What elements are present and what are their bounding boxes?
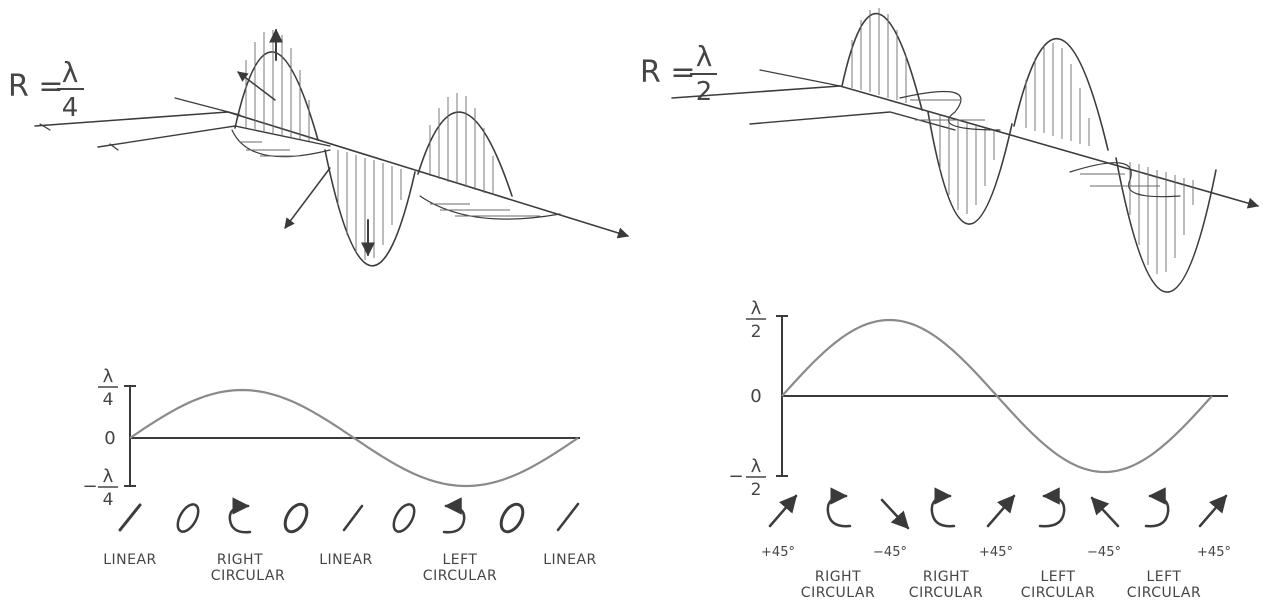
left-secondary-axis — [97, 125, 331, 148]
left-state-1-line2: CIRCULAR — [211, 568, 285, 584]
right-wave-lobe-down — [927, 111, 1013, 225]
left-horizontal-hatching — [240, 141, 540, 217]
left-bottom-label-den: 4 — [103, 490, 114, 510]
right-circular-glyph — [930, 487, 956, 528]
left-circular-glyph — [442, 497, 466, 534]
right-state-2-line1: LEFT — [1040, 569, 1075, 585]
right-top-label-num: λ — [751, 298, 762, 319]
right-r-prefix: R = — [640, 55, 696, 90]
left-state-4: LINEAR — [543, 552, 597, 568]
right-propagation-axis — [671, 85, 1260, 209]
left-state-2-line: LINEAR — [319, 552, 373, 568]
left-top-label-num: λ — [103, 366, 114, 387]
left-axis-ticks — [39, 123, 119, 151]
right-top-label-den: 2 — [751, 322, 762, 342]
elliptical-glyph — [283, 502, 309, 534]
angle-label-1: −45° — [873, 545, 907, 560]
angle-label-4: +45° — [1197, 545, 1231, 560]
right-wave-hatching — [851, 8, 1194, 274]
left-bottom-label-num: λ — [103, 466, 114, 487]
right-graph: λ 2 0 − λ 2 — [728, 298, 1228, 500]
left-wave-lobe-down — [324, 149, 416, 267]
right-state-1-line2: CIRCULAR — [909, 585, 983, 601]
left-circular-glyph — [1038, 487, 1066, 528]
left-wave-hatching — [245, 30, 494, 260]
left-graph: λ 4 0 − λ 4 — [82, 366, 580, 510]
right-polarization-glyphs — [768, 487, 1228, 530]
left-state-2: LINEAR — [319, 552, 373, 568]
right-horizontal-hatching — [910, 99, 1160, 187]
left-state-0-line: LINEAR — [103, 552, 157, 568]
left-state-0: LINEAR — [103, 552, 157, 568]
minus45-linear-arrow — [1090, 496, 1120, 528]
linear-glyph — [118, 503, 142, 532]
elliptical-glyph — [176, 503, 200, 533]
right-bottom-label-num: λ — [751, 456, 762, 477]
right-r-numerator: λ — [696, 40, 713, 73]
linear-glyph — [556, 502, 580, 532]
elliptical-glyph — [392, 503, 416, 533]
left-r-denominator: 4 — [62, 93, 79, 123]
right-state-1-line1: RIGHT — [923, 569, 969, 585]
elliptical-glyph — [499, 502, 525, 534]
right-bottom-label-sign: − — [728, 466, 743, 487]
right-state-3-line1: LEFT — [1146, 569, 1181, 585]
left-circular-glyph — [1144, 487, 1170, 528]
angle-label-3: −45° — [1087, 545, 1121, 560]
right-horizontal-lobe-2 — [1069, 162, 1181, 198]
left-zero-label: 0 — [104, 428, 115, 449]
left-resultant-vector-2 — [284, 167, 331, 229]
right-bottom-label-den: 2 — [751, 480, 762, 500]
right-state-3-line2: CIRCULAR — [1127, 585, 1201, 601]
right-angle-labels: +45° −45° +45° −45° +45° — [761, 545, 1231, 560]
right-zero-label: 0 — [750, 386, 761, 407]
plus45-linear-arrow — [986, 494, 1016, 528]
left-polarization-glyphs — [118, 497, 580, 534]
right-state-2-line2: CIRCULAR — [1021, 585, 1095, 601]
left-r-prefix: R = — [8, 69, 64, 104]
left-graph-curve — [129, 388, 579, 488]
left-wave-lobe-up-2 — [417, 111, 513, 197]
angle-label-2: +45° — [979, 545, 1013, 560]
right-circular-glyph — [228, 497, 252, 534]
left-r-numerator: λ — [62, 56, 79, 89]
left-resultant-vector — [237, 71, 276, 101]
right-wave-diagram: R = λ 2 — [640, 8, 1260, 293]
left-wave-diagram: R = λ 4 — [8, 28, 630, 267]
left-state-3-line2: CIRCULAR — [423, 568, 497, 584]
left-horizontal-lobe-2 — [419, 195, 561, 220]
right-graph-curve — [781, 318, 1213, 474]
left-bottom-label-sign: − — [82, 476, 97, 497]
right-horizontal-lobe — [899, 90, 1001, 131]
left-top-label-den: 4 — [103, 390, 114, 410]
right-cross-axis — [759, 69, 841, 87]
right-r-denominator: 2 — [696, 77, 713, 107]
right-state-0-line2: CIRCULAR — [801, 585, 875, 601]
left-state-1-line1: RIGHT — [217, 552, 263, 568]
linear-glyph — [342, 504, 364, 532]
left-state-3-line1: LEFT — [442, 552, 477, 568]
right-circular-glyph — [826, 487, 852, 528]
right-state-0-line1: RIGHT — [815, 569, 861, 585]
right-secondary-axis — [749, 111, 956, 131]
left-cross-axis — [174, 97, 241, 116]
minus45-linear-arrow — [880, 498, 910, 530]
angle-label-0: +45° — [761, 545, 795, 560]
left-state-4-line: LINEAR — [543, 552, 597, 568]
left-horizontal-lobe — [231, 129, 331, 158]
plus45-linear-arrow — [1198, 494, 1228, 528]
plus45-linear-arrow — [768, 494, 798, 528]
right-wave-lobe-up-2 — [1013, 38, 1109, 151]
right-wave-lobe-down-2 — [1115, 157, 1217, 293]
